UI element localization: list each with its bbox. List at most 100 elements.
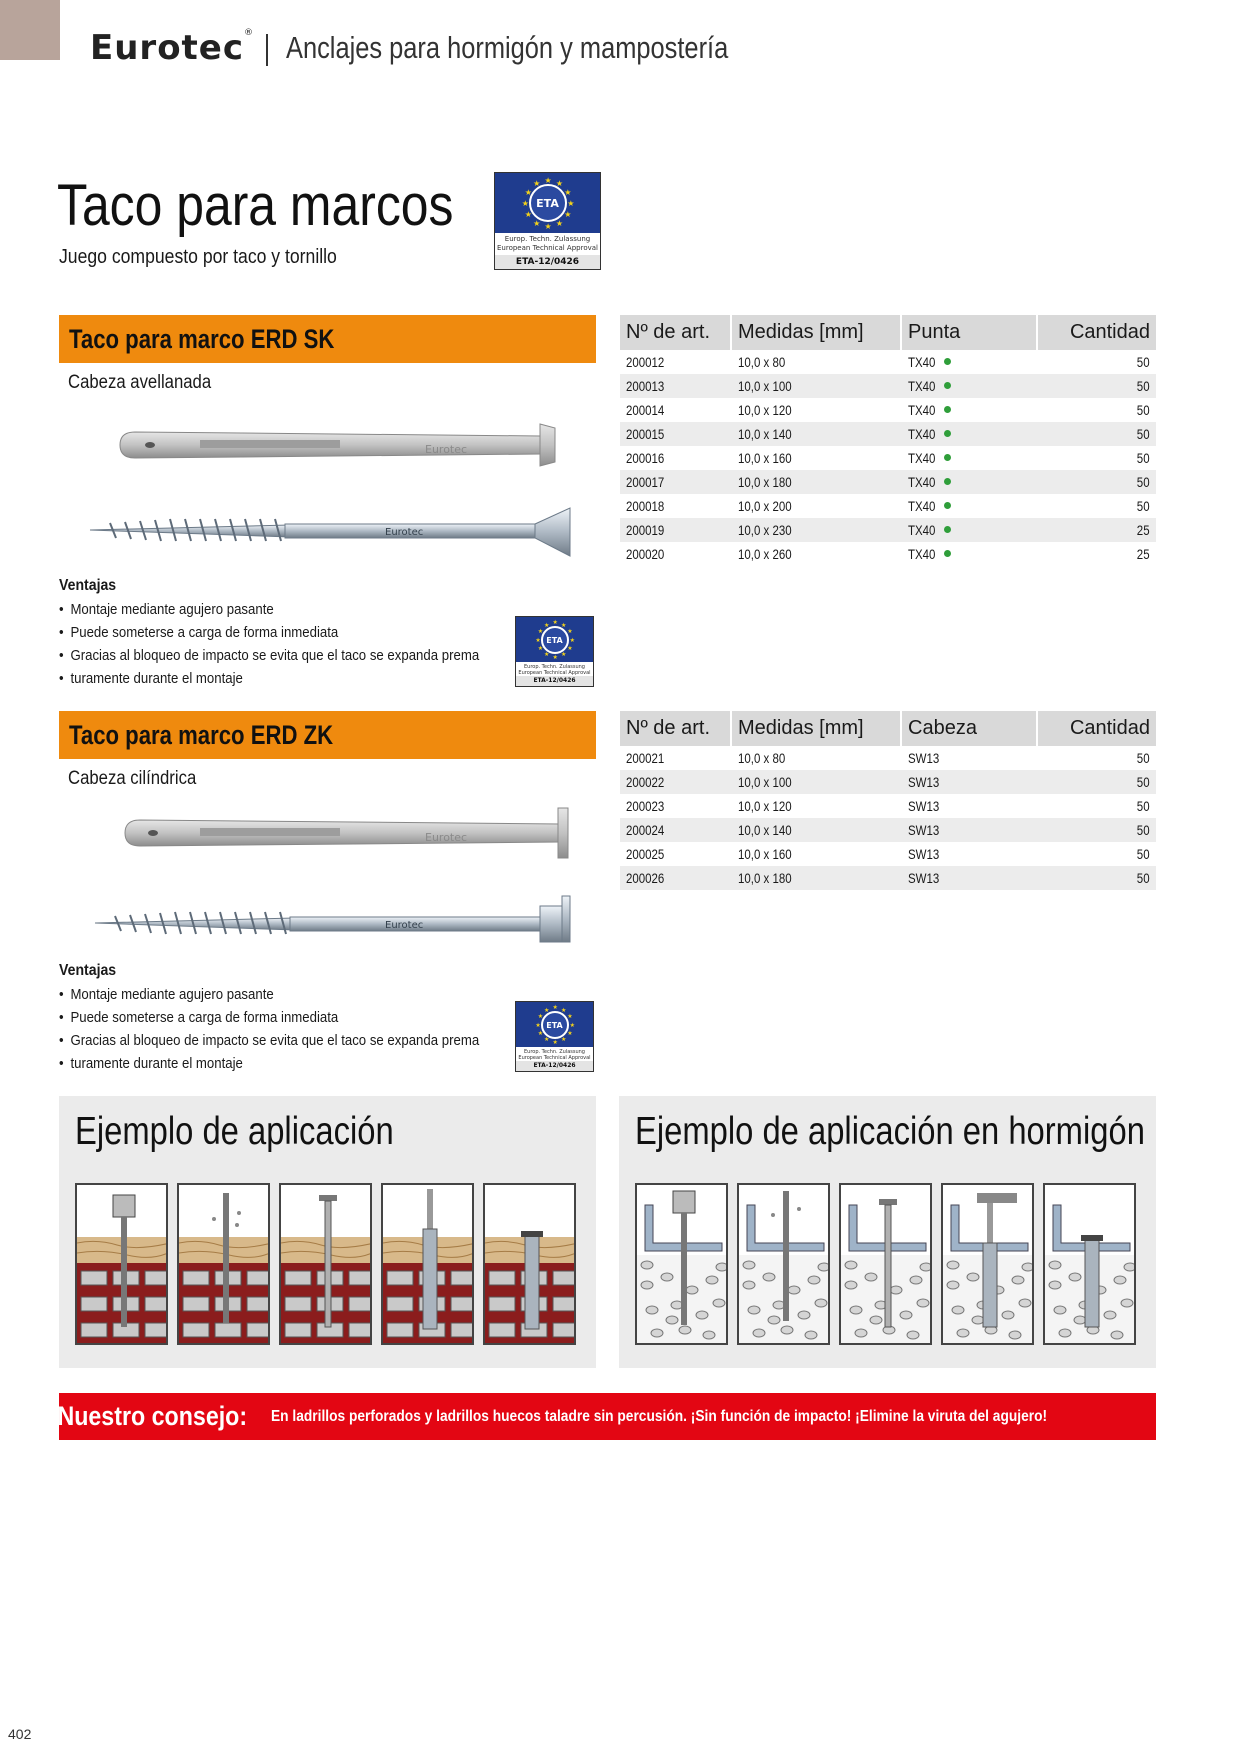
product-table-sk: Nº de art. Medidas [mm] Punta Cantidad 2…	[620, 315, 1156, 566]
concrete-step-4	[941, 1183, 1034, 1345]
table-cell: 10,0 x 260	[738, 546, 792, 562]
availability-dot-icon	[944, 526, 952, 533]
page-title: Taco para marcos	[57, 173, 454, 238]
table-cell: TX40	[902, 422, 1038, 446]
eu-star-icon: ★	[544, 221, 552, 231]
eu-star-icon: ★	[569, 1022, 575, 1029]
table-cell: 50	[1137, 498, 1150, 514]
table-cell: 10,0 x 230	[738, 522, 792, 538]
eu-star-icon: ★	[521, 199, 529, 208]
table-cell: 50	[1137, 402, 1150, 418]
advantages-list-sk: Montaje mediante agujero pasante Puede s…	[59, 598, 509, 690]
table-cell: TX40	[902, 542, 1038, 566]
table-cell: 10,0 x 180	[738, 474, 792, 490]
advantage-item: Gracias al bloqueo de impacto se evita q…	[59, 1029, 479, 1052]
eta-badge-small-zk: ★★★★★★★★★★★★ ETA Europ. Techn. Zulassung…	[515, 1001, 594, 1072]
advantage-item-continued: turamente durante el montaje	[59, 667, 455, 690]
corner-block	[0, 0, 60, 60]
eu-star-icon: ★	[543, 1037, 550, 1044]
eu-star-icon: ★	[533, 179, 541, 189]
advantages-title-sk: Ventajas	[59, 577, 117, 594]
table-cell: 50	[1137, 822, 1150, 838]
screw-brand-sk: Eurotec	[385, 527, 423, 538]
table-cell: 10,0 x 100	[738, 378, 792, 394]
eta-caption-2: European Technical Approval	[497, 244, 598, 252]
eu-star-icon: ★	[537, 1013, 544, 1020]
eta-badge: ★★★★★★★★★★★★ ETA Europ. Techn. Zulassung…	[494, 172, 601, 270]
availability-dot-icon	[944, 478, 952, 485]
product-description-zk: Cabeza cilíndrica	[68, 768, 197, 789]
table-cell: TX40	[902, 494, 1038, 518]
eu-star-icon: ★	[564, 187, 572, 197]
table-cell: 50	[1137, 870, 1150, 886]
product-header-sk: Taco para marco ERD SK	[59, 315, 596, 363]
table-cell: 200014	[626, 402, 665, 418]
eu-star-icon: ★	[552, 620, 558, 627]
table-cell: 10,0 x 80	[738, 354, 786, 370]
eu-star-icon: ★	[543, 652, 550, 659]
application-panel-concrete: Ejemplo de aplicación en hormigón	[619, 1096, 1156, 1368]
table-cell: 200018	[626, 498, 665, 514]
dowel-brand-zk: Eurotec	[425, 831, 467, 844]
availability-dot-icon	[944, 358, 952, 365]
page-number: 402	[8, 1726, 32, 1742]
advantage-item: Gracias al bloqueo de impacto se evita q…	[59, 644, 479, 667]
eu-star-icon: ★	[567, 1031, 573, 1038]
table-cell: TX40	[902, 470, 1038, 494]
product-header-zk: Taco para marco ERD ZK	[59, 711, 596, 759]
availability-dot-icon	[944, 454, 952, 461]
masonry-step-5	[483, 1183, 576, 1345]
table-cell: 200023	[626, 798, 665, 814]
table-header: Nº de art. Medidas [mm] Cabeza Cantidad	[620, 711, 1156, 746]
brand-logo: Eurotec®	[90, 28, 255, 68]
table-cell: 10,0 x 120	[738, 798, 792, 814]
table-cell: SW13	[908, 846, 940, 862]
table-cell: 10,0 x 160	[738, 450, 792, 466]
advantages-title-zk: Ventajas	[59, 962, 117, 979]
concrete-step-3	[839, 1183, 932, 1345]
tip-bar: Nuestro consejo: En ladrillos perforados…	[57, 1393, 1156, 1440]
eu-star-icon: ★	[552, 1005, 558, 1012]
eu-star-icon: ★	[567, 628, 573, 635]
table-cell: 200016	[626, 450, 665, 466]
eu-star-icon: ★	[524, 187, 532, 197]
eu-star-icon: ★	[537, 646, 544, 653]
table-cell: SW13	[908, 870, 940, 886]
concrete-step-2	[737, 1183, 830, 1345]
section-title: Anclajes para hormigón y mampostería	[286, 30, 729, 65]
screw-brand-zk: Eurotec	[385, 920, 423, 931]
table-cell: TX40	[902, 398, 1038, 422]
eu-star-icon: ★	[561, 652, 567, 659]
masonry-step-4	[381, 1183, 474, 1345]
eu-star-icon: ★	[533, 218, 541, 228]
advantages-list-zk: Montaje mediante agujero pasante Puede s…	[59, 983, 509, 1075]
table-cell: 200019	[626, 522, 665, 538]
table-cell: 200024	[626, 822, 665, 838]
availability-dot-icon	[944, 382, 952, 389]
table-cell: 200020	[626, 546, 665, 562]
eu-star-icon: ★	[569, 637, 575, 644]
table-cell: 50	[1137, 474, 1150, 490]
dowel-brand-sk: Eurotec	[425, 443, 467, 456]
eu-star-icon: ★	[561, 622, 567, 629]
table-cell: 200015	[626, 426, 665, 442]
eu-star-icon: ★	[567, 199, 575, 208]
advantage-item-continued: turamente durante el montaje	[59, 1052, 455, 1075]
eu-star-icon: ★	[567, 646, 573, 653]
eu-star-icon: ★	[552, 1039, 558, 1046]
eu-star-icon: ★	[555, 179, 564, 189]
eu-star-icon: ★	[564, 210, 572, 220]
table-cell: 50	[1137, 354, 1150, 370]
eu-star-icon: ★	[552, 654, 558, 661]
eta-code: ETA-12/0426	[495, 255, 600, 269]
eta-caption-1: Europ. Techn. Zulassung	[504, 235, 591, 243]
table-cell: SW13	[908, 774, 940, 790]
